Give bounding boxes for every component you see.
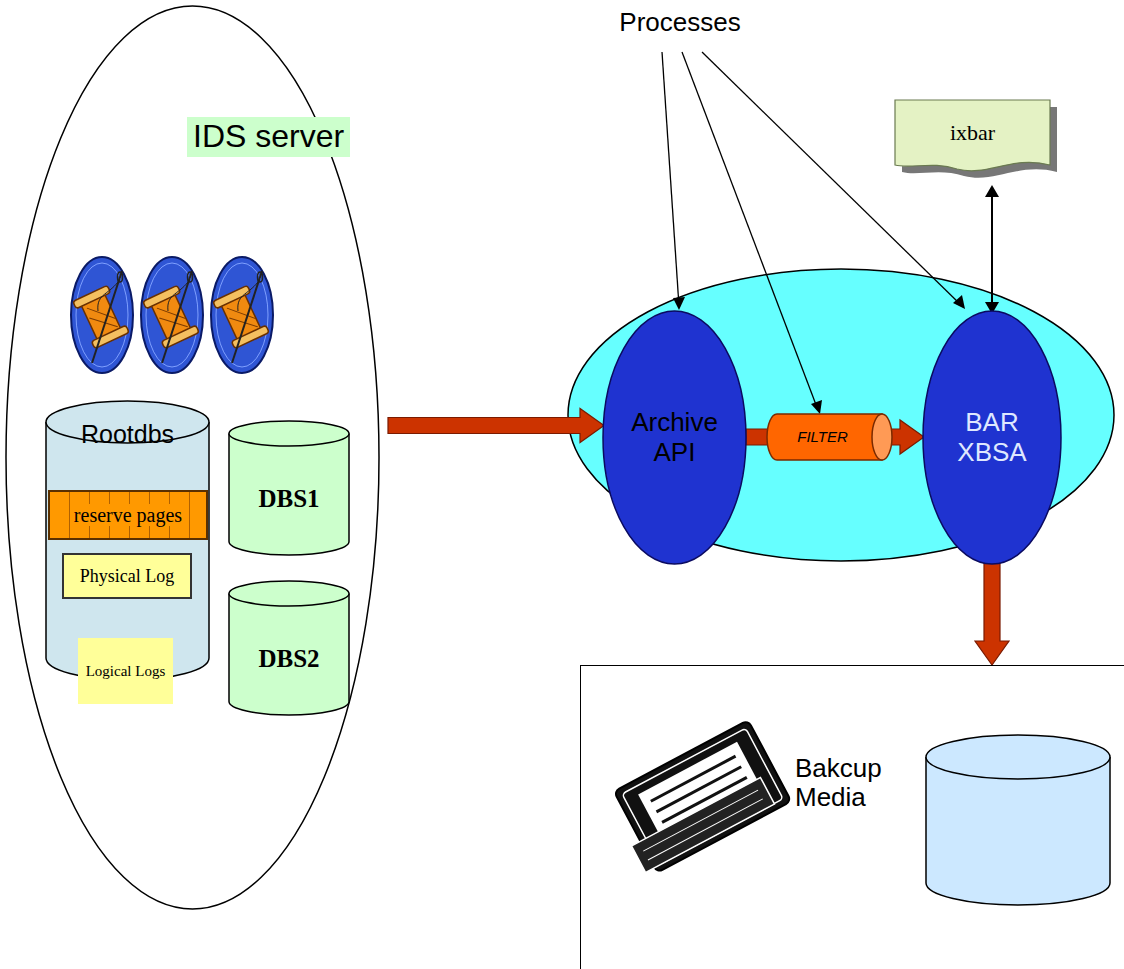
node-text: BAR XBSA [934, 408, 1050, 466]
dbspace-cylinder: DBS2 [228, 580, 350, 715]
node-text: IDS server [187, 117, 350, 157]
rootdbs-cylinder: Rootdbs reserve pagesPhysical LogLogical … [45, 400, 210, 680]
node-text: Archive API [615, 408, 735, 466]
flow-arrow [746, 429, 769, 445]
node-text: Logical Logs [86, 663, 166, 680]
node-text: FILTER [797, 429, 848, 446]
node-text: Bakcup Media [795, 754, 913, 812]
node-text: DBS1 [258, 485, 319, 513]
backup-media-box: Bakcup Media [580, 665, 1124, 969]
group-label: Processes [590, 8, 770, 37]
logical-logs-box: Logical Logs [78, 638, 173, 704]
flow-arrow [388, 409, 604, 443]
flow-arrow [975, 563, 1009, 665]
server-ellipse: IDS serverRootdbs reserve pagesPhysical L… [5, 5, 380, 910]
node-text: ixbar [950, 121, 995, 146]
node-text: Rootdbs [81, 420, 174, 448]
node-text: Physical Log [80, 566, 175, 586]
physical-log-box: Physical Log [62, 553, 192, 599]
filter-cylinder: FILTER [767, 413, 892, 461]
dbspace-cylinder: DBS1 [228, 420, 350, 555]
process-oval: BAR XBSA [922, 310, 1062, 565]
node-text: DBS2 [258, 645, 319, 673]
process-oval: Archive API [602, 310, 747, 565]
node-text: reserve pages [72, 504, 184, 526]
file-note: ixbar [895, 100, 1050, 175]
flow-arrow [985, 185, 999, 314]
flow-arrow [891, 420, 924, 454]
reserve-pages-box: reserve pages [48, 490, 208, 540]
